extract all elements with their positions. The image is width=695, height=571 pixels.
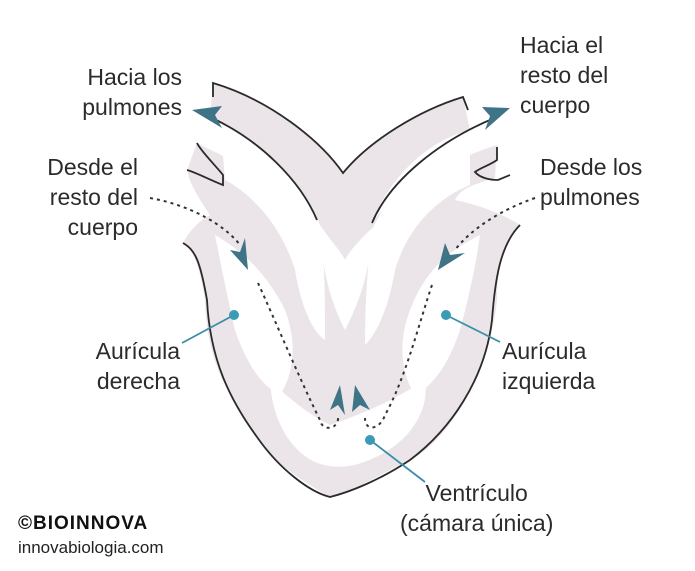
label-line: Desde los bbox=[540, 154, 643, 180]
brand-logo: ©BIOINNOVA bbox=[18, 513, 149, 534]
right-atrium-chamber bbox=[215, 235, 293, 395]
label-line: (cámara única) bbox=[400, 510, 554, 536]
ventricle-dot bbox=[365, 435, 375, 445]
label-line: pulmones bbox=[82, 94, 182, 120]
right-atrium-dot bbox=[229, 310, 239, 320]
label-to-body: Hacia el resto del cuerpo bbox=[520, 30, 608, 120]
label-from-lungs: Desde los pulmones bbox=[540, 152, 642, 212]
arrow-to-body-icon bbox=[482, 107, 510, 130]
label-line: Aurícula bbox=[502, 338, 587, 364]
label-line: pulmones bbox=[540, 184, 640, 210]
flow-arrows bbox=[192, 106, 510, 415]
left-channel bbox=[220, 120, 325, 340]
arrow-ventricle-right-icon bbox=[352, 385, 370, 412]
label-line: resto del bbox=[49, 184, 138, 210]
label-right-atrium: Aurícula derecha bbox=[96, 336, 180, 396]
label-line: cuerpo bbox=[520, 92, 591, 118]
arrow-ventricle-left-icon bbox=[330, 385, 345, 415]
left-atrium-dot bbox=[441, 310, 451, 320]
label-ventricle: Ventrículo (cámara única) bbox=[400, 478, 553, 538]
label-line: Aurícula bbox=[95, 338, 180, 364]
label-line: Hacia el bbox=[520, 32, 604, 58]
label-line: Desde el bbox=[47, 154, 138, 180]
blood-flow-paths bbox=[149, 197, 536, 429]
arrow-into-left-atrium-icon bbox=[438, 243, 465, 270]
right-channel bbox=[365, 140, 470, 345]
label-line: Ventrículo bbox=[425, 480, 528, 506]
arrow-into-right-atrium-icon bbox=[230, 238, 248, 270]
label-to-lungs: Hacia los pulmones bbox=[82, 62, 182, 122]
ventricle-chamber bbox=[270, 380, 426, 467]
brand-site: innovabiologia.com bbox=[18, 538, 164, 557]
label-from-body: Desde el resto del cuerpo bbox=[47, 152, 138, 242]
label-line: izquierda bbox=[502, 368, 596, 394]
label-pointers bbox=[181, 314, 501, 483]
label-line: cuerpo bbox=[67, 214, 138, 240]
label-line: derecha bbox=[96, 368, 180, 394]
label-left-atrium: Aurícula izquierda bbox=[502, 336, 595, 396]
label-line: Hacia los bbox=[87, 64, 182, 90]
arrow-to-lungs-icon bbox=[192, 106, 222, 128]
central-channel bbox=[320, 225, 372, 330]
label-line: resto del bbox=[520, 62, 609, 88]
heart-outline bbox=[182, 81, 521, 498]
